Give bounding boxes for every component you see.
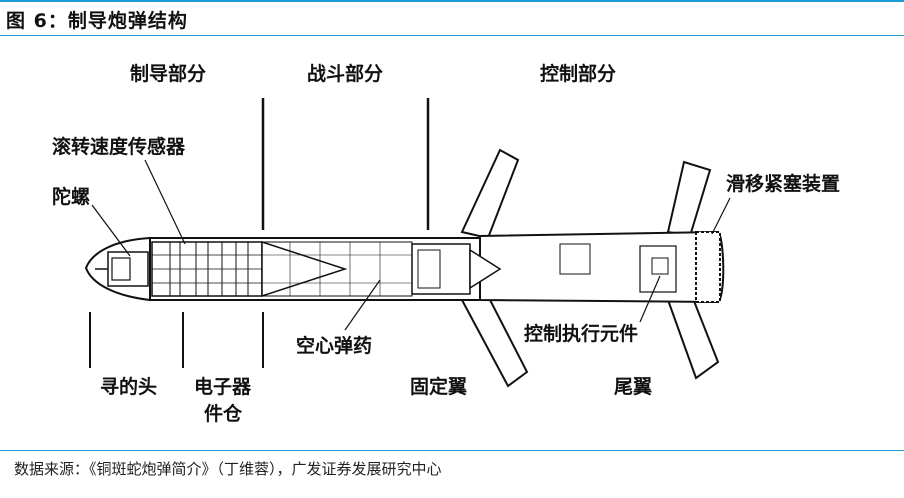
label-guidance-section: 制导部分 (130, 62, 206, 85)
control-internals (559, 243, 677, 293)
leader-roll-sensor (144, 159, 186, 245)
label-roll-sensor: 滚转速度传感器 (52, 135, 186, 158)
electronics-compartment (151, 241, 263, 297)
leader-slide-seal (711, 197, 731, 235)
label-electronics-1: 电子器 (194, 375, 252, 398)
seeker-head (95, 251, 149, 287)
label-fixed-wing: 固定翼 (410, 375, 467, 398)
fixed-wing-lower (460, 294, 529, 388)
leader-hollow-charge (344, 279, 381, 331)
tail-wing-lower (666, 294, 720, 380)
tail-wing-upper (666, 160, 712, 238)
title-bar (0, 0, 904, 36)
label-actuator: 控制执行元件 (524, 322, 638, 345)
figure-title: 图 6：制导炮弹结构 (6, 10, 188, 32)
source-note: 数据来源：《铜斑蛇炮弹简介》（丁维蓉），广发证券发展研究中心 (14, 460, 442, 478)
fixed-wing-upper (460, 148, 520, 240)
footer-divider (0, 450, 904, 451)
label-warhead-section: 战斗部分 (307, 62, 383, 85)
label-tail-wing: 尾翼 (614, 376, 652, 398)
warhead (261, 240, 502, 298)
label-gyro: 陀螺 (52, 185, 90, 208)
leader-actuator (639, 275, 661, 323)
label-seeker: 寻的头 (100, 375, 157, 398)
label-hollow-charge: 空心弹药 (296, 334, 372, 357)
label-electronics-2: 件仓 (204, 402, 243, 425)
shell-diagram: 制导部分 战斗部分 控制部分 滚转速度传感器 陀螺 滑移紧塞装置 空心弹药 控制… (52, 62, 840, 425)
label-control-section: 控制部分 (540, 62, 616, 85)
leader-gyro (91, 204, 131, 257)
label-slide-seal: 滑移紧塞装置 (726, 172, 840, 195)
